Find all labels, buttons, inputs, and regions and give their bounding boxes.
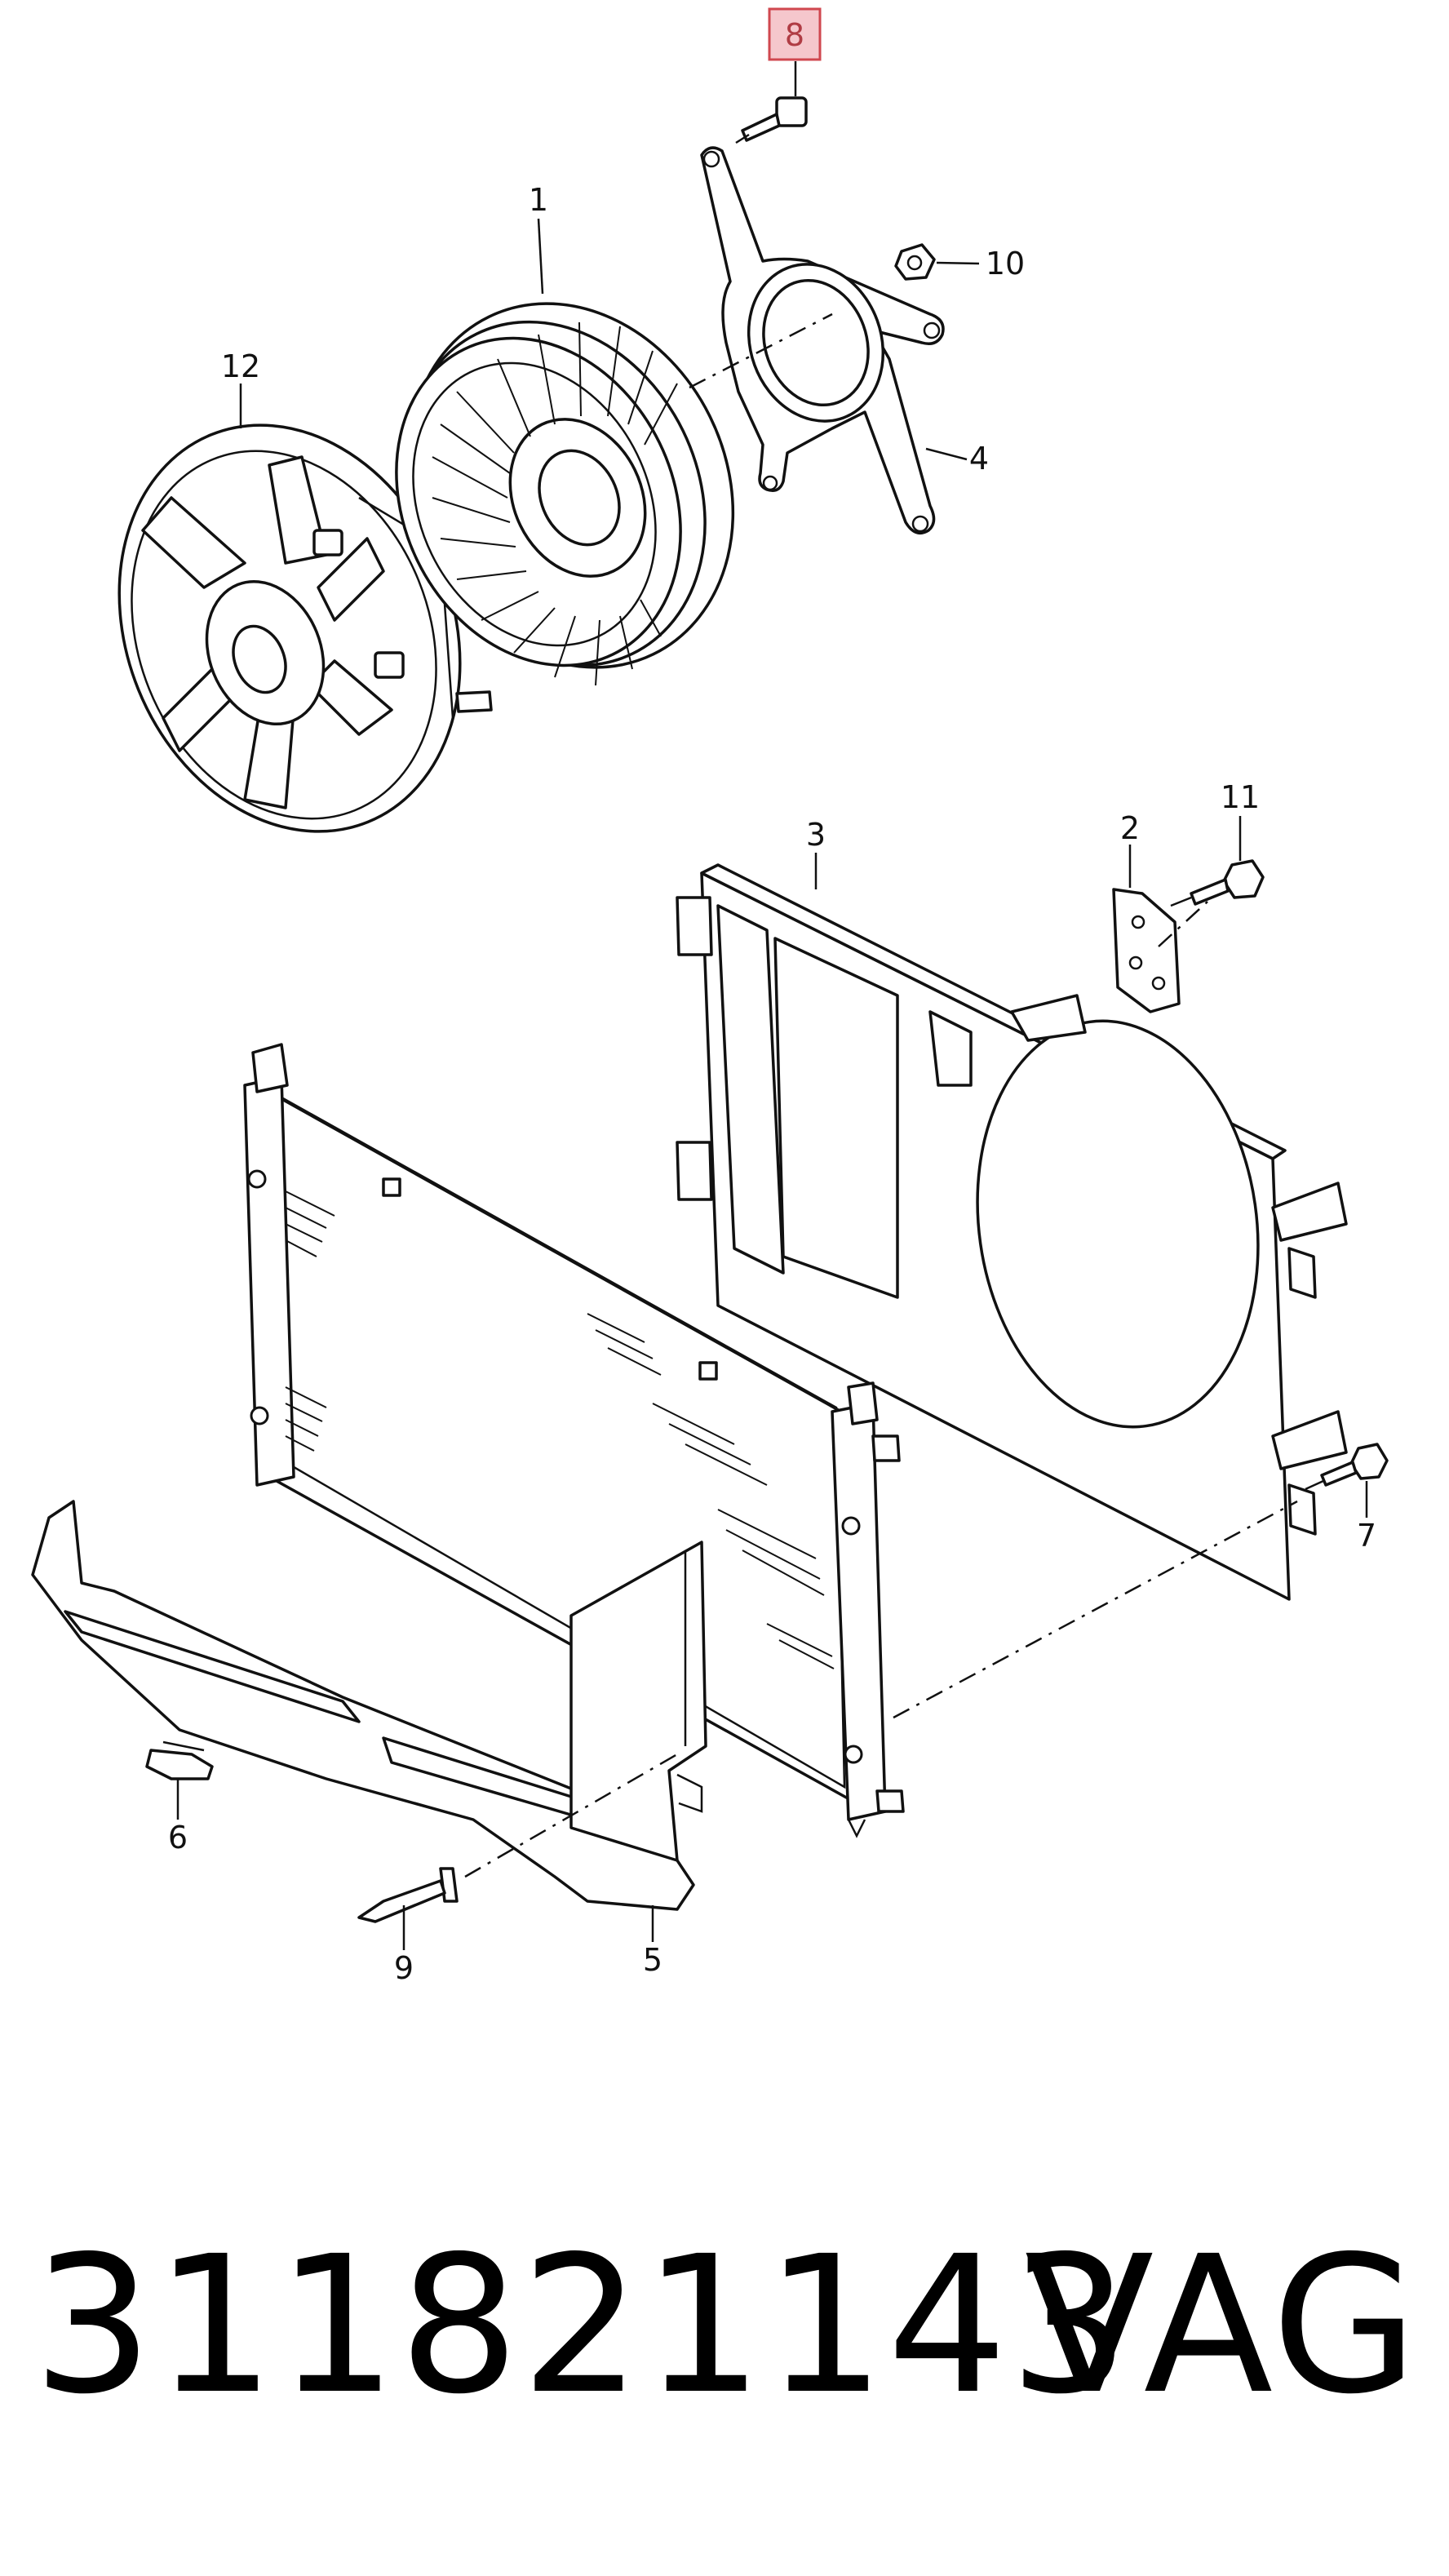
fan-shroud [676, 863, 1348, 1601]
nut-10 [894, 243, 936, 281]
bolt-7 [1305, 1443, 1389, 1491]
mount-bracket-2 [1112, 888, 1181, 1013]
callout-6: 6 [168, 1820, 188, 1856]
callout-2: 2 [1120, 810, 1140, 846]
axis-line-rivet [464, 1753, 678, 1878]
footer: 311821143 VAG [33, 2203, 1420, 2497]
callout-7: 7 [1357, 1518, 1376, 1554]
fan-clutch-pulley [395, 302, 735, 686]
air-guide-5 [31, 1500, 707, 1911]
callout-11: 11 [1221, 779, 1260, 815]
bolt-11 [1170, 859, 1265, 907]
bolt-8 [735, 96, 808, 144]
clip-6 [145, 1740, 214, 1780]
axis-line-shroud [893, 1500, 1298, 1719]
fan-bracket [700, 146, 945, 535]
fan-blade-assembly [117, 423, 493, 833]
callout-1: 1 [529, 182, 548, 218]
brand-name: VAG [1024, 2215, 1420, 2436]
highlighted-callout-box[interactable] [768, 7, 822, 61]
callout-3: 3 [806, 817, 826, 853]
part-number: 311821143 [33, 2215, 1132, 2436]
callout-5: 5 [643, 1942, 662, 1978]
exploded-parts-diagram: 8 1 2 3 4 5 6 7 9 10 11 12 [31, 7, 1389, 1986]
callout-4: 4 [969, 441, 989, 477]
rivet-9 [357, 1867, 459, 1923]
callout-8[interactable]: 8 [785, 17, 804, 53]
axis-line-fan [689, 313, 833, 389]
callout-10: 10 [986, 246, 1025, 282]
callout-12: 12 [221, 348, 260, 384]
radiator-core [243, 1043, 905, 1838]
callout-9: 9 [394, 1950, 414, 1986]
axis-line-bracket2 [1158, 901, 1208, 947]
